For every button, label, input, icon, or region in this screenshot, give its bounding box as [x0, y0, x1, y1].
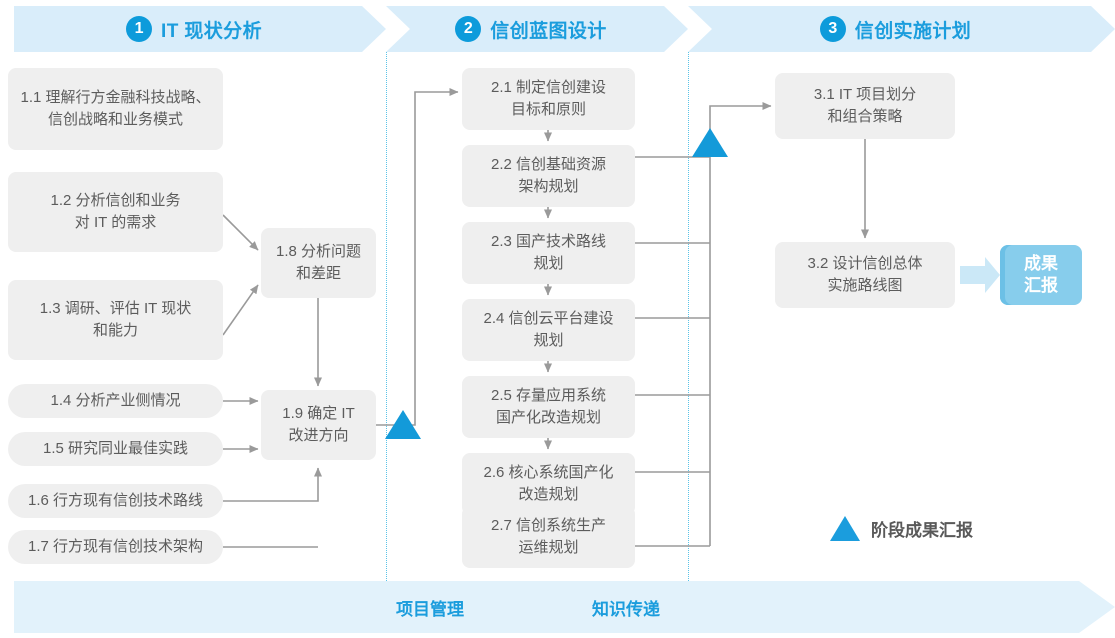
milestone-marker-1: [385, 410, 421, 439]
phase-number-badge-1: 1: [126, 16, 152, 42]
milestone-marker-2: [692, 128, 728, 157]
legend: 阶段成果汇报: [830, 516, 973, 541]
process-box-b27[interactable]: 2.7 信创系统生产 运维规划: [462, 506, 635, 568]
result-report-box[interactable]: 成果 汇报: [1000, 245, 1082, 305]
process-box-b19[interactable]: 1.9 确定 IT 改进方向: [261, 390, 376, 460]
phase-divider-2: [688, 52, 689, 581]
legend-label: 阶段成果汇报: [871, 521, 973, 540]
process-box-b31[interactable]: 3.1 IT 项目划分 和组合策略: [775, 73, 955, 139]
phase-divider-1: [386, 52, 387, 581]
process-box-b21[interactable]: 2.1 制定信创建设 目标和原则: [462, 68, 635, 130]
phase-header-3[interactable]: 3 信创实施计划: [688, 6, 1115, 52]
process-box-b22[interactable]: 2.2 信创基础资源 架构规划: [462, 145, 635, 207]
milestone-triangle-icon: [830, 516, 860, 541]
process-box-b11[interactable]: 1.1 理解行方金融科技战略、 信创战略和业务模式: [8, 68, 223, 150]
phase-number-badge-3: 3: [820, 16, 846, 42]
phase-header-2[interactable]: 2 信创蓝图设计: [386, 6, 688, 52]
process-box-b26[interactable]: 2.6 核心系统国产化 改造规划: [462, 453, 635, 515]
process-box-b14[interactable]: 1.4 分析产业侧情况: [8, 384, 223, 418]
phase-header-1[interactable]: 1 IT 现状分析: [14, 6, 386, 52]
process-box-b16[interactable]: 1.6 行方现有信创技术路线: [8, 484, 223, 518]
process-box-b12[interactable]: 1.2 分析信创和业务 对 IT 的需求: [8, 172, 223, 252]
bottom-stream-label-1: 项目管理: [396, 599, 464, 619]
process-box-b18[interactable]: 1.8 分析问题 和差距: [261, 228, 376, 298]
phase-number-badge-2: 2: [455, 16, 481, 42]
phase-label-3: 信创实施计划: [854, 20, 972, 42]
process-box-b23[interactable]: 2.3 国产技术路线 规划: [462, 222, 635, 284]
bottom-stream-label-2: 知识传递: [592, 599, 660, 619]
process-box-b32[interactable]: 3.2 设计信创总体 实施路线图: [775, 242, 955, 308]
process-box-b15[interactable]: 1.5 研究同业最佳实践: [8, 432, 223, 466]
result-arrow: [960, 257, 1000, 293]
process-box-b24[interactable]: 2.4 信创云平台建设 规划: [462, 299, 635, 361]
phase-header-band: 1 IT 现状分析 2 信创蓝图设计 3 信创实施计划: [0, 6, 1115, 52]
phase-label-2: 信创蓝图设计: [490, 20, 607, 42]
process-box-b17[interactable]: 1.7 行方现有信创技术架构: [8, 530, 223, 564]
process-box-b25[interactable]: 2.5 存量应用系统 国产化改造规划: [462, 376, 635, 438]
process-box-b13[interactable]: 1.3 调研、评估 IT 现状 和能力: [8, 280, 223, 360]
phase-label-1: IT 现状分析: [161, 20, 262, 42]
bottom-stream-band: 项目管理 知识传递: [14, 581, 1115, 633]
